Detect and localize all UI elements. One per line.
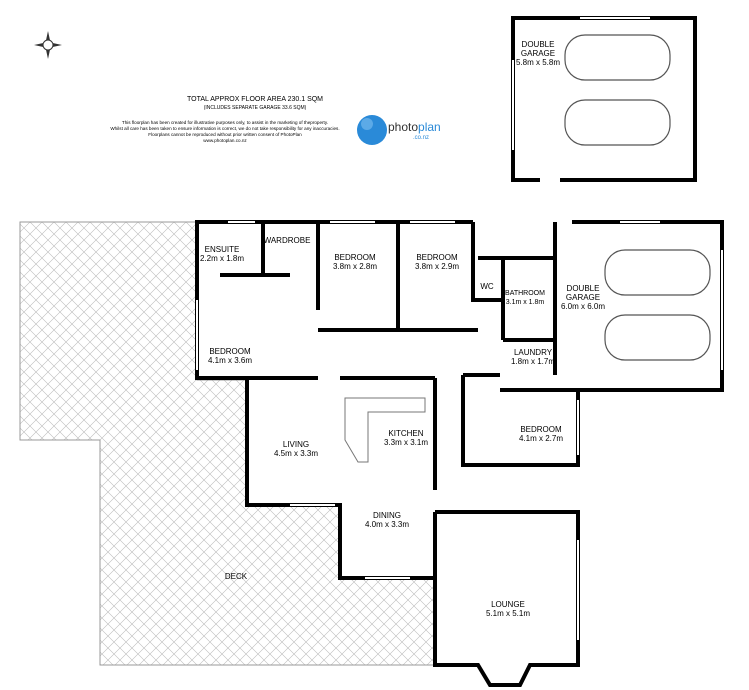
room-wc: WC [480, 282, 494, 291]
disclaimer-line: Whilst all care has been taken to ensure… [110, 126, 340, 131]
disclaimer-line: This floorplan has been created for illu… [121, 120, 329, 125]
garage-area-note: (INCLUDES SEPARATE GARAGE 33.6 SQM) [203, 105, 307, 111]
kitchen-bench [344, 397, 426, 463]
car-icons [564, 34, 711, 361]
room-deck: DECK [224, 572, 248, 581]
photoplan-logo-icon [357, 115, 387, 145]
compass-icon [34, 31, 62, 59]
logo-wordmark: photoplan [388, 120, 441, 134]
logo-domain: .co.nz [413, 135, 430, 141]
disclaimer: This floorplan has been created for illu… [100, 120, 350, 144]
disclaimer-url: www.photoplan.co.nz [203, 138, 247, 143]
disclaimer-line: Floorplans cannot be reproduced without … [148, 132, 302, 137]
deck-area [19, 221, 436, 666]
total-floor-area: TOTAL APPROX FLOOR AREA 230.1 SQM [186, 96, 324, 103]
windows [196, 17, 723, 640]
room-wardrobe: WARDROBE [263, 236, 311, 245]
